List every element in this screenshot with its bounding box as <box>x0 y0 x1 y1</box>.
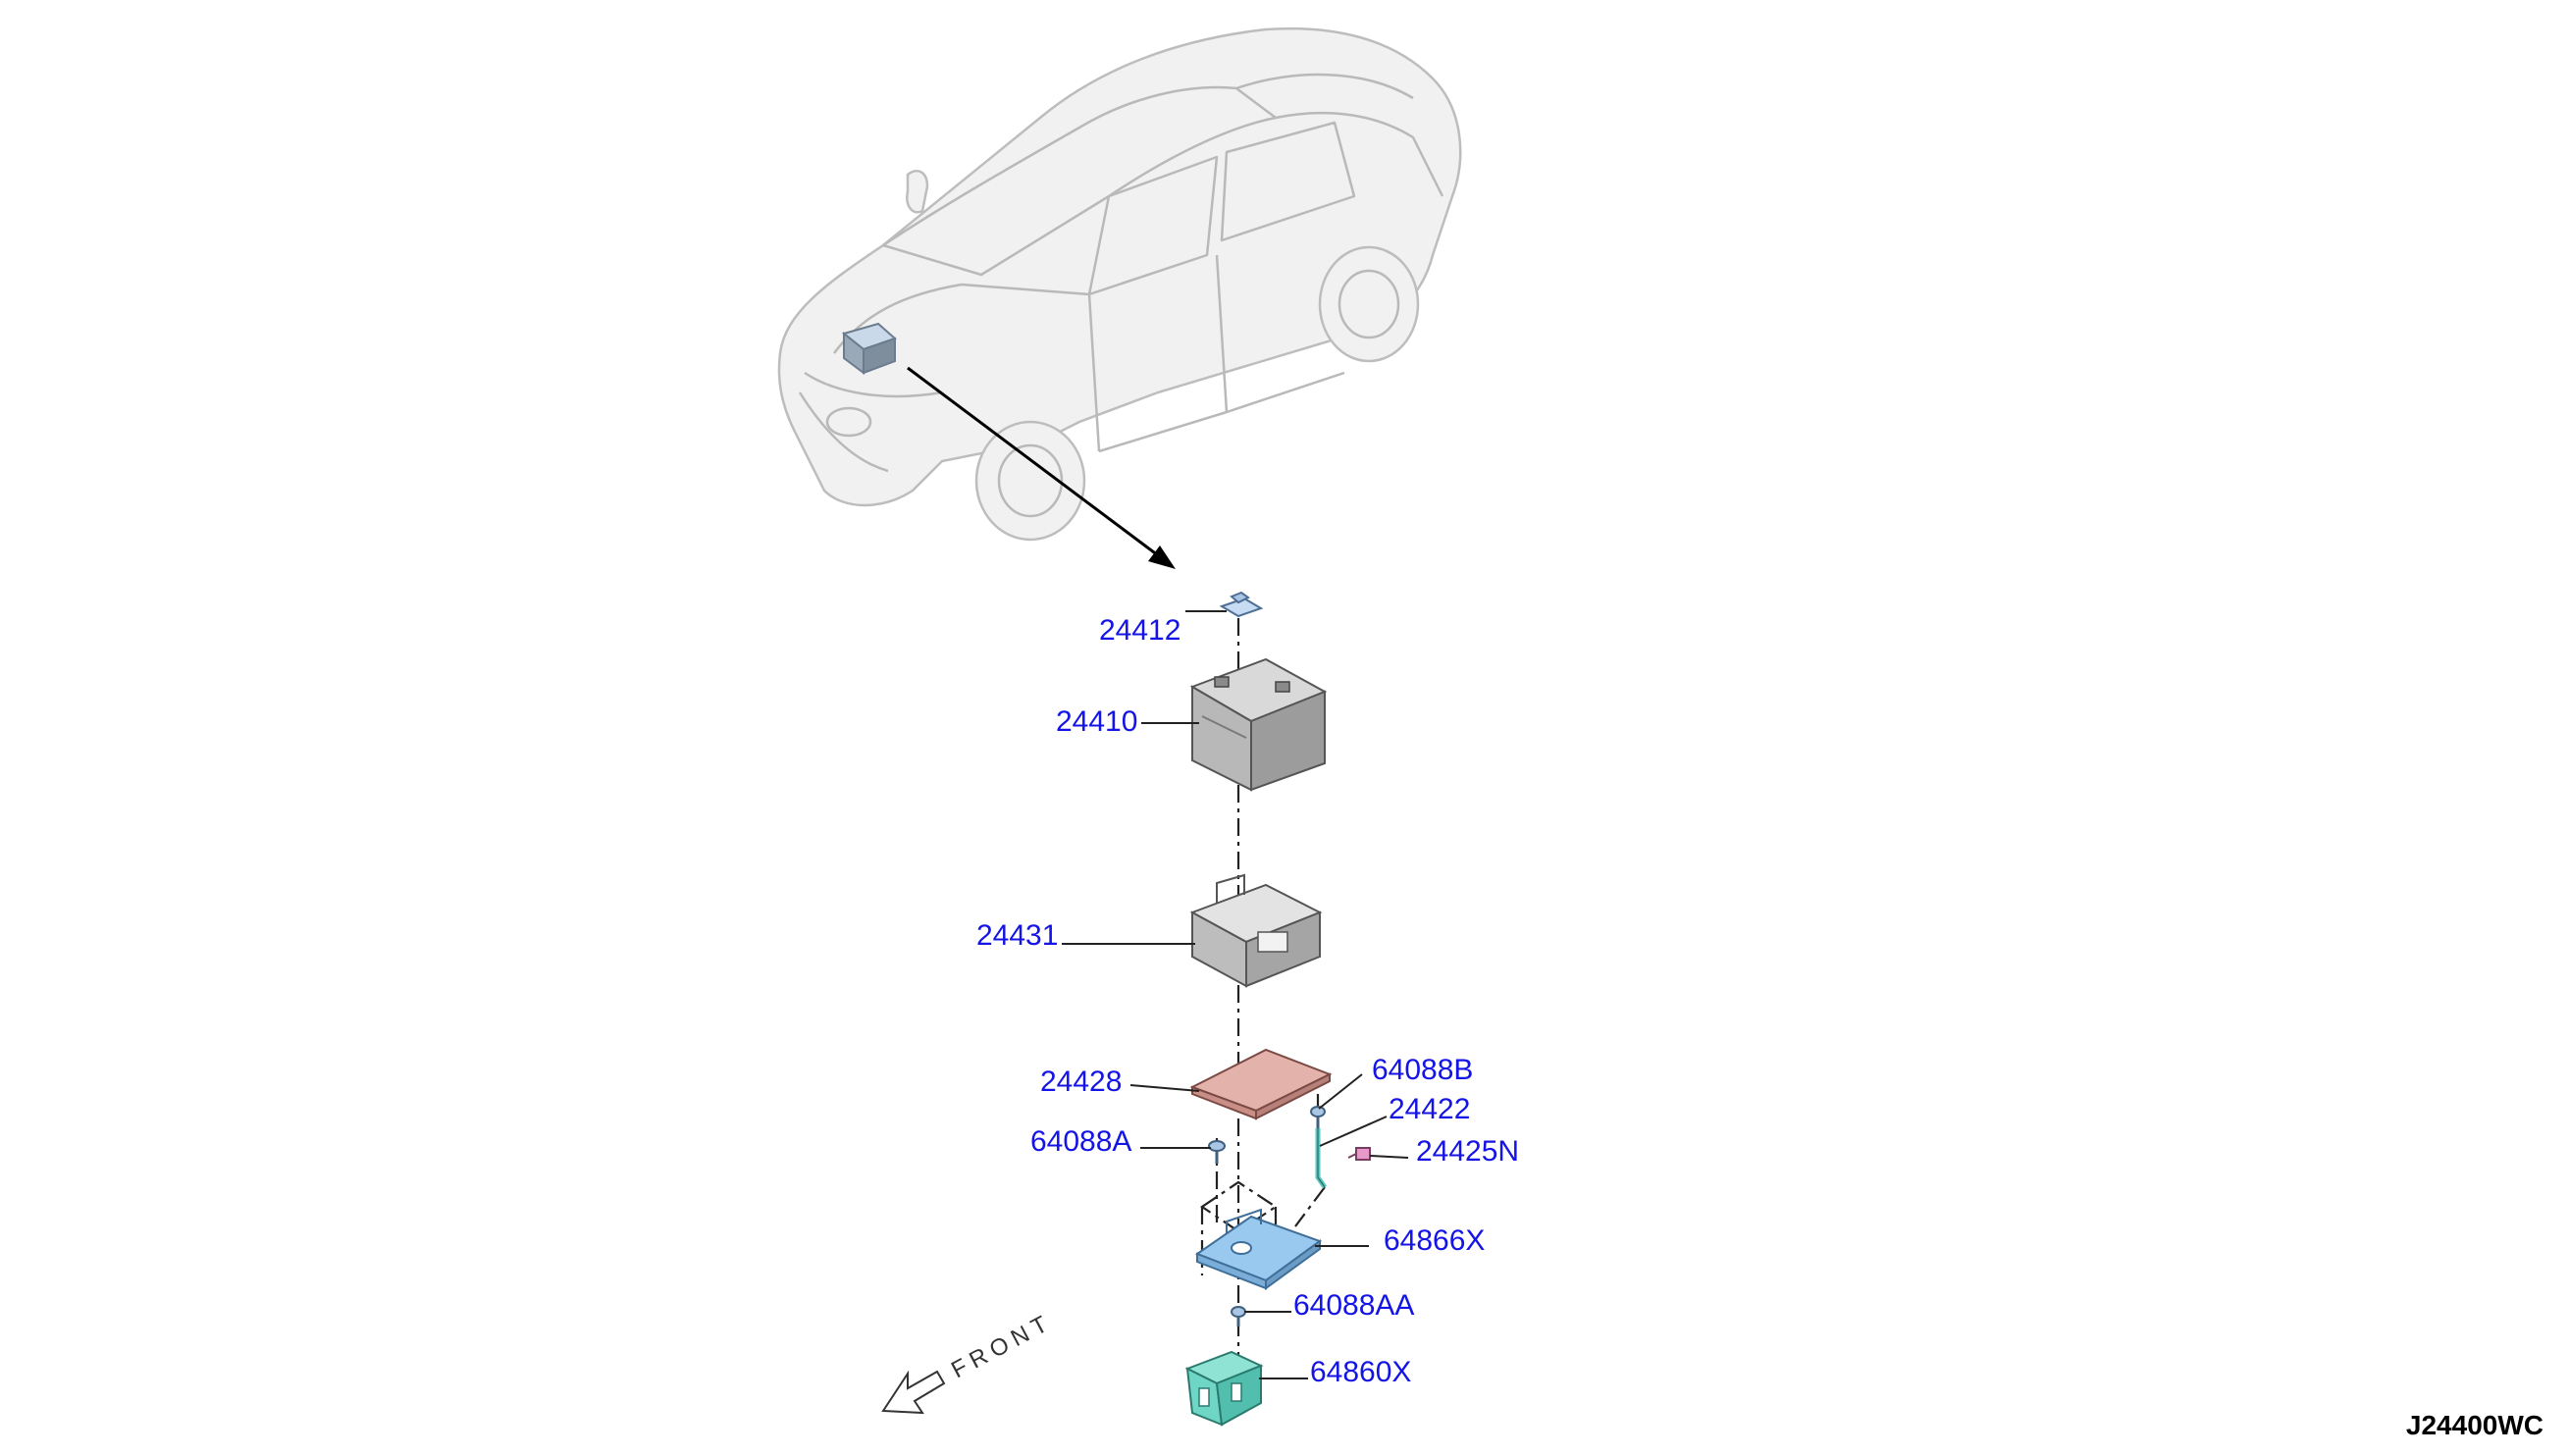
callout-labels: 24412 24410 24431 24428 64088B 24422 244… <box>976 614 1519 1388</box>
part-64860X-bracket <box>1184 1350 1264 1427</box>
callout-24410: 24410 <box>1056 705 1137 738</box>
part-64866X-bracket <box>1194 1208 1323 1290</box>
battery-location-marker <box>841 322 897 375</box>
part-64088B-bolt <box>1310 1106 1326 1128</box>
location-arrow <box>907 366 1176 569</box>
part-24410-battery <box>1189 657 1328 792</box>
leader-lines <box>1062 610 1409 1379</box>
part-24431-battery-box <box>1189 873 1323 988</box>
vehicle-illustration <box>777 26 1462 542</box>
callout-24412: 24412 <box>1099 614 1180 647</box>
callout-64088AA: 64088AA <box>1293 1289 1414 1322</box>
callout-64866X: 64866X <box>1384 1224 1485 1257</box>
bracket-guide-lines <box>1200 1180 1326 1275</box>
callout-24425N: 24425N <box>1416 1135 1519 1168</box>
part-64088AA-bolt <box>1231 1306 1246 1326</box>
part-64088A-bolt <box>1208 1140 1226 1164</box>
callout-64088B: 64088B <box>1372 1054 1473 1086</box>
part-24412-terminal-cap <box>1219 591 1264 618</box>
part-24428-tray-pad <box>1189 1048 1333 1120</box>
front-label: FRONT <box>947 1309 1057 1384</box>
callout-24422: 24422 <box>1389 1093 1470 1125</box>
callout-24428: 24428 <box>1040 1066 1122 1098</box>
callout-24431: 24431 <box>976 919 1058 952</box>
callout-64860X: 64860X <box>1310 1356 1411 1388</box>
part-24425N-connector <box>1347 1147 1371 1161</box>
front-direction-indicator: FRONT <box>881 1309 1057 1415</box>
part-24422-cable <box>1315 1128 1328 1189</box>
callout-64088A: 64088A <box>1030 1125 1131 1158</box>
diagram-code: J24400WC <box>2406 1410 2544 1440</box>
